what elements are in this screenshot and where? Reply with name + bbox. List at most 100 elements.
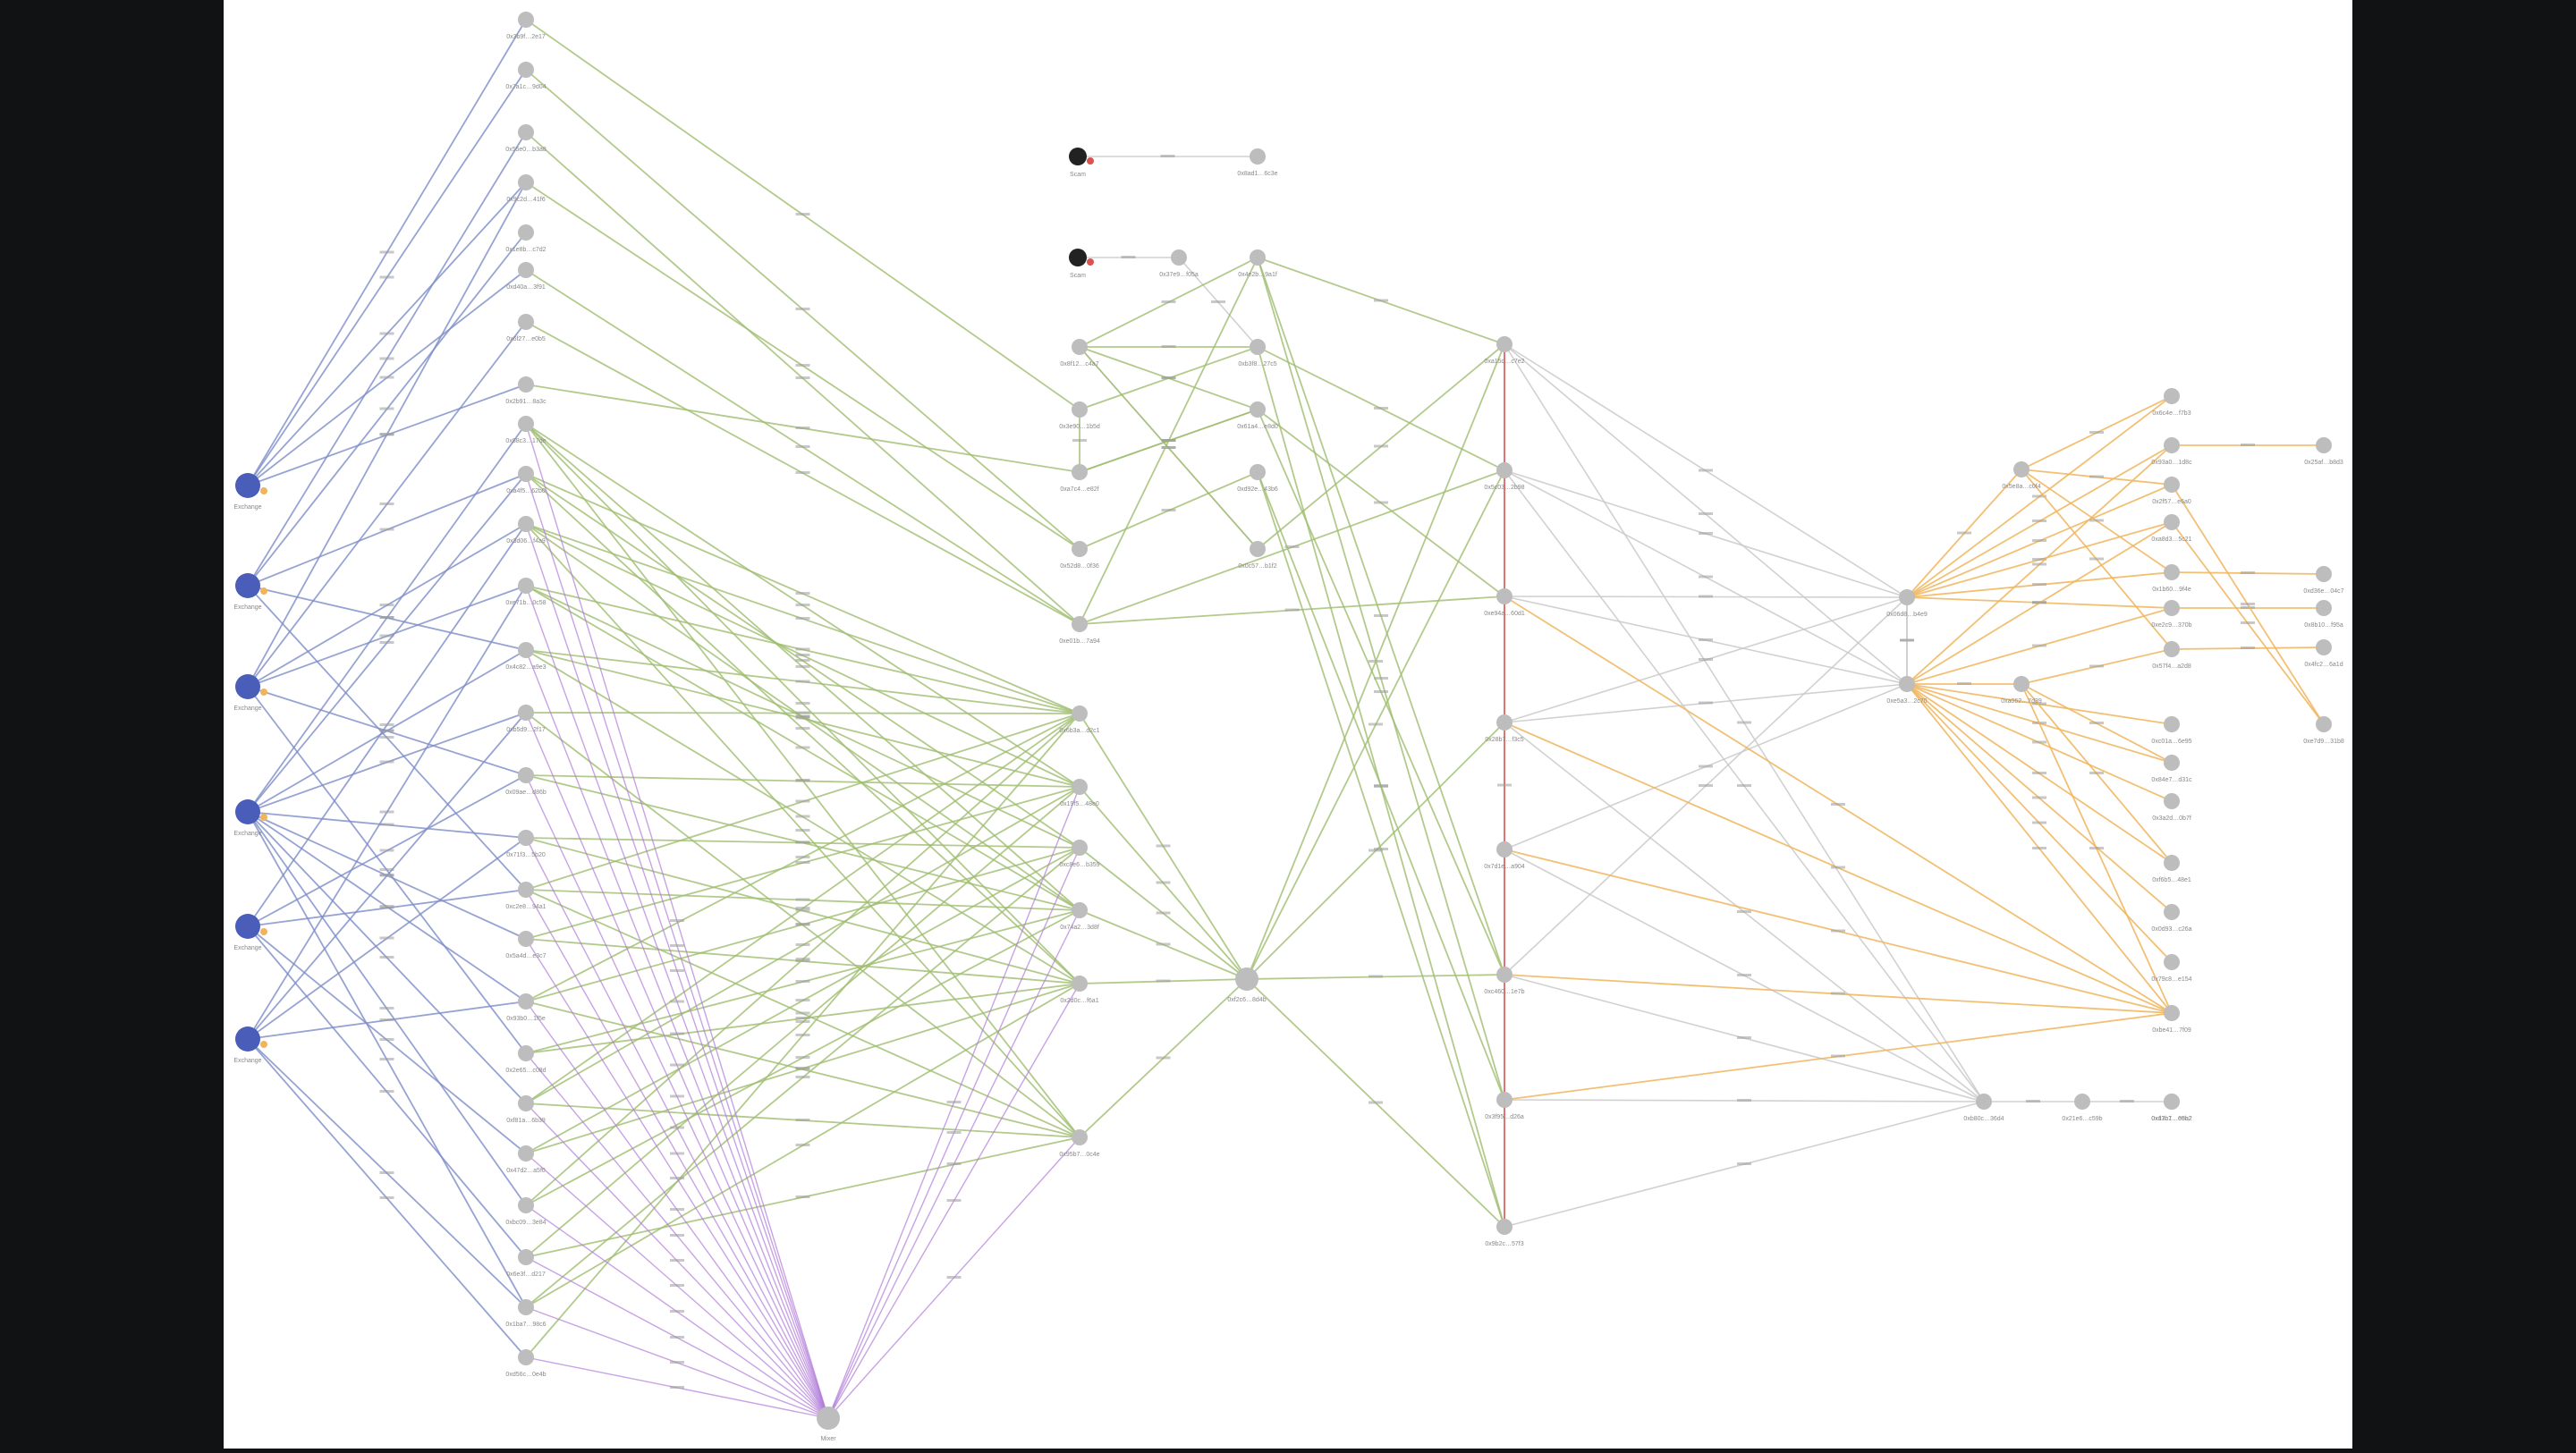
graph-node-c4[interactable]: 0x52d8…0f36 <box>1060 541 1099 570</box>
graph-node-a9[interactable]: 0xa4f5…62b0 <box>506 466 546 494</box>
address-node-icon[interactable] <box>2164 716 2180 732</box>
graph-node-x6[interactable]: 0x8ad1…6c3e <box>1237 148 1278 177</box>
address-node-icon[interactable] <box>1496 462 1513 478</box>
graph-node-c10[interactable]: 0x2d0c…f6a1 <box>1060 976 1099 1004</box>
graph-node-c5[interactable]: 0xe01b…7a94 <box>1059 616 1100 645</box>
graph-node-a15[interactable]: 0x71f3…5b20 <box>506 830 546 858</box>
address-node-icon[interactable] <box>518 466 534 482</box>
graph-node-a25[interactable]: 0xd56c…0e4b <box>505 1349 547 1378</box>
graph-node-a7[interactable]: 0x2b91…8a3c <box>505 376 547 405</box>
address-node-icon[interactable] <box>518 1349 534 1365</box>
graph-node-r6[interactable]: 0xe2c9…370b <box>2151 600 2192 629</box>
address-node-icon[interactable] <box>518 931 534 947</box>
address-node-icon[interactable] <box>1072 401 1088 418</box>
address-node-icon[interactable] <box>518 578 534 594</box>
graph-node-a21[interactable]: 0x47d2…a5f0 <box>506 1145 546 1174</box>
address-node-icon[interactable] <box>1250 148 1266 165</box>
address-node-icon[interactable] <box>1496 588 1513 604</box>
graph-node-m5[interactable]: 0x7d1e…a904 <box>1484 841 1525 870</box>
graph-node-x2[interactable]: 0xb3f8…27c5 <box>1238 339 1277 367</box>
address-node-icon[interactable] <box>2316 716 2332 732</box>
address-node-icon[interactable] <box>1250 249 1266 266</box>
graph-node-m1[interactable]: 0xa15d…c7e2 <box>1484 336 1525 365</box>
wallet-node-icon[interactable] <box>235 473 260 498</box>
address-node-icon[interactable] <box>518 376 534 393</box>
graph-node-m2[interactable]: 0x5c03…2b98 <box>1484 462 1525 491</box>
graph-node-r9[interactable]: 0x84e7…d31c <box>2151 755 2192 783</box>
address-node-icon[interactable] <box>1899 676 1915 692</box>
graph-node-b3[interactable]: 0x13c7…e5b2 <box>2151 1094 2192 1122</box>
address-node-icon[interactable] <box>1072 705 1088 722</box>
graph-node-n4[interactable]: 0xb80c…36d4 <box>1963 1094 2004 1122</box>
address-node-icon[interactable] <box>1250 401 1266 418</box>
graph-node-w6[interactable]: Exchange <box>233 1026 267 1064</box>
address-node-icon[interactable] <box>1496 714 1513 731</box>
graph-node-r10[interactable]: 0x3a2d…0b7f <box>2152 793 2191 822</box>
graph-node-b2[interactable]: 0xa062…7d39 <box>2001 676 2042 705</box>
address-node-icon[interactable] <box>1976 1094 1992 1110</box>
address-node-icon[interactable] <box>518 767 534 783</box>
address-node-icon[interactable] <box>1496 1219 1513 1235</box>
graph-node-a4[interactable]: 0x1e8b…c7d2 <box>505 224 547 253</box>
graph-node-a11[interactable]: 0xe71b…0c58 <box>505 578 547 606</box>
graph-node-c11[interactable]: 0x95b7…0c4e <box>1059 1129 1100 1158</box>
graph-node-a8[interactable]: 0x88c3…17de <box>505 416 547 444</box>
graph-node-c1[interactable]: 0x8f12…c4a7 <box>1060 339 1099 367</box>
graph-node-d1[interactable]: Scam <box>1069 148 1094 178</box>
address-node-icon[interactable] <box>518 830 534 846</box>
graph-node-r11[interactable]: 0xf6b5…48e1 <box>2152 855 2191 883</box>
graph-node-a5[interactable]: 0xd40a…3f91 <box>506 262 546 291</box>
wallet-node-icon[interactable] <box>235 674 260 699</box>
graph-node-a18[interactable]: 0x93b0…1f5e <box>506 993 546 1022</box>
graph-node-m4[interactable]: 0x28b7…f3c5 <box>1485 714 1524 743</box>
address-node-icon[interactable] <box>2164 954 2180 970</box>
graph-node-a19[interactable]: 0x2e65…c08d <box>505 1045 547 1074</box>
graph-node-a16[interactable]: 0xc2e8…94a1 <box>505 882 547 910</box>
graph-node-n5[interactable]: 0x21e6…c59b <box>2062 1094 2103 1122</box>
address-node-icon[interactable] <box>1496 841 1513 857</box>
graph-node-a14[interactable]: 0x09ae…d86b <box>505 767 547 796</box>
address-node-icon[interactable] <box>1171 249 1187 266</box>
graph-node-w2[interactable]: Exchange <box>233 573 267 611</box>
address-node-icon[interactable] <box>1072 616 1088 632</box>
wallet-node-icon[interactable] <box>235 914 260 939</box>
graph-node-p[interactable]: Mixer <box>817 1407 840 1442</box>
address-node-icon[interactable] <box>518 1249 534 1265</box>
address-node-icon[interactable] <box>1072 779 1088 795</box>
wallet-node-icon[interactable] <box>235 799 260 824</box>
graph-node-a6[interactable]: 0x6f27…e0b5 <box>506 314 546 342</box>
graph-node-x3[interactable]: 0x61a4…e8d0 <box>1237 401 1278 430</box>
graph-node-h1[interactable]: 0xf2c6…8d4b <box>1227 967 1267 1003</box>
address-node-icon[interactable] <box>1072 339 1088 355</box>
address-node-icon[interactable] <box>2164 388 2180 404</box>
graph-node-s2[interactable]: 0xd36e…04c7 <box>2303 566 2344 595</box>
graph-node-a24[interactable]: 0x1ba7…98c6 <box>505 1299 547 1328</box>
graph-node-a1[interactable]: 0x7a1c…9d04 <box>505 62 547 90</box>
graph-node-a23[interactable]: 0x6e3f…d217 <box>506 1249 546 1278</box>
graph-node-x7[interactable]: 0x37e9…f05a <box>1159 249 1199 278</box>
address-node-icon[interactable] <box>518 705 534 721</box>
address-node-icon[interactable] <box>1496 967 1513 983</box>
address-node-icon[interactable] <box>2164 477 2180 493</box>
address-node-icon[interactable] <box>2164 437 2180 453</box>
graph-node-n1[interactable]: 0x06d8…b4e9 <box>1886 589 1928 618</box>
graph-node-a17[interactable]: 0x5a4d…e3c7 <box>505 931 547 959</box>
address-node-icon[interactable] <box>817 1407 840 1430</box>
graph-node-x1[interactable]: 0x4e2b…9a1f <box>1238 249 1277 278</box>
graph-node-c7[interactable]: 0x19f5…48e0 <box>1060 779 1099 807</box>
address-node-icon[interactable] <box>2164 564 2180 580</box>
address-node-icon[interactable] <box>2316 566 2332 582</box>
address-node-icon[interactable] <box>518 882 534 898</box>
address-node-icon[interactable] <box>518 224 534 241</box>
address-node-icon[interactable] <box>518 124 534 140</box>
wallet-node-icon[interactable] <box>235 573 260 598</box>
graph-node-s5[interactable]: 0xe7d9…31b8 <box>2303 716 2344 745</box>
address-node-icon[interactable] <box>1072 976 1088 992</box>
graph-node-a0[interactable]: 0x3b9f…2e17 <box>506 12 546 40</box>
graph-node-w1[interactable]: Exchange <box>233 473 267 511</box>
graph-node-s4[interactable]: 0x4fc2…6a1d <box>2304 639 2343 668</box>
graph-node-a3[interactable]: 0x9c2d…41f6 <box>506 174 546 203</box>
address-node-icon[interactable] <box>2164 793 2180 809</box>
address-node-icon[interactable] <box>1072 902 1088 918</box>
